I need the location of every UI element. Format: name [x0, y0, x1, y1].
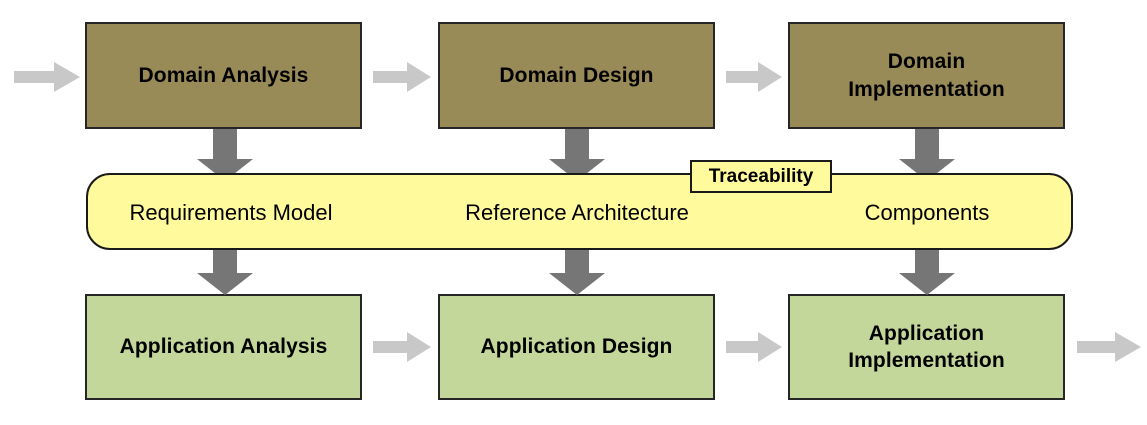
traceability-label: Traceability [708, 165, 814, 187]
arrow-domain-design-to-domain-implementation [726, 62, 782, 92]
box-domain-analysis[interactable]: Domain Analysis [85, 22, 362, 129]
box-domain-design[interactable]: Domain Design [438, 22, 715, 129]
box-domain-design-label: Domain Design [499, 63, 654, 87]
asset-components-label: Components [864, 200, 990, 225]
arrow-domain-analysis-to-domain-design [373, 62, 431, 92]
arrow-application-analysis-to-application-design [373, 332, 431, 362]
asset-reference-architecture[interactable]: Reference Architecture [432, 200, 722, 226]
box-application-analysis-label: Application Analysis [119, 335, 328, 359]
box-domain-analysis-label: Domain Analysis [138, 63, 309, 87]
exit-flow-arrow [1077, 332, 1141, 362]
arrow-components-to-application-implementation [899, 243, 955, 295]
arrow-reference-architecture-to-application-design [549, 243, 605, 295]
traceability-callout[interactable]: Traceability [690, 160, 832, 193]
entry-flow-arrow [14, 62, 80, 92]
arrow-application-design-to-application-implementation [726, 332, 782, 362]
box-application-design-label: Application Design [480, 335, 673, 359]
box-application-implementation-label: Application Implementation [848, 321, 1005, 372]
arrow-requirements-model-to-application-analysis [197, 243, 253, 295]
box-domain-implementation[interactable]: Domain Implementation [788, 22, 1065, 129]
asset-reference-architecture-label: Reference Architecture [465, 200, 689, 225]
arrow-domain-implementation-to-components [899, 129, 955, 181]
core-assets-band [86, 173, 1073, 250]
box-application-analysis[interactable]: Application Analysis [85, 294, 362, 400]
box-application-implementation[interactable]: Application Implementation [788, 294, 1065, 400]
arrow-domain-analysis-to-requirements-model [197, 129, 253, 181]
asset-requirements-model-label: Requirements Model [129, 200, 333, 225]
asset-requirements-model[interactable]: Requirements Model [86, 200, 376, 226]
box-application-design[interactable]: Application Design [438, 294, 715, 400]
box-domain-implementation-label: Domain Implementation [848, 50, 1005, 101]
asset-components[interactable]: Components [782, 200, 1072, 226]
arrow-domain-design-to-reference-architecture [549, 129, 605, 181]
